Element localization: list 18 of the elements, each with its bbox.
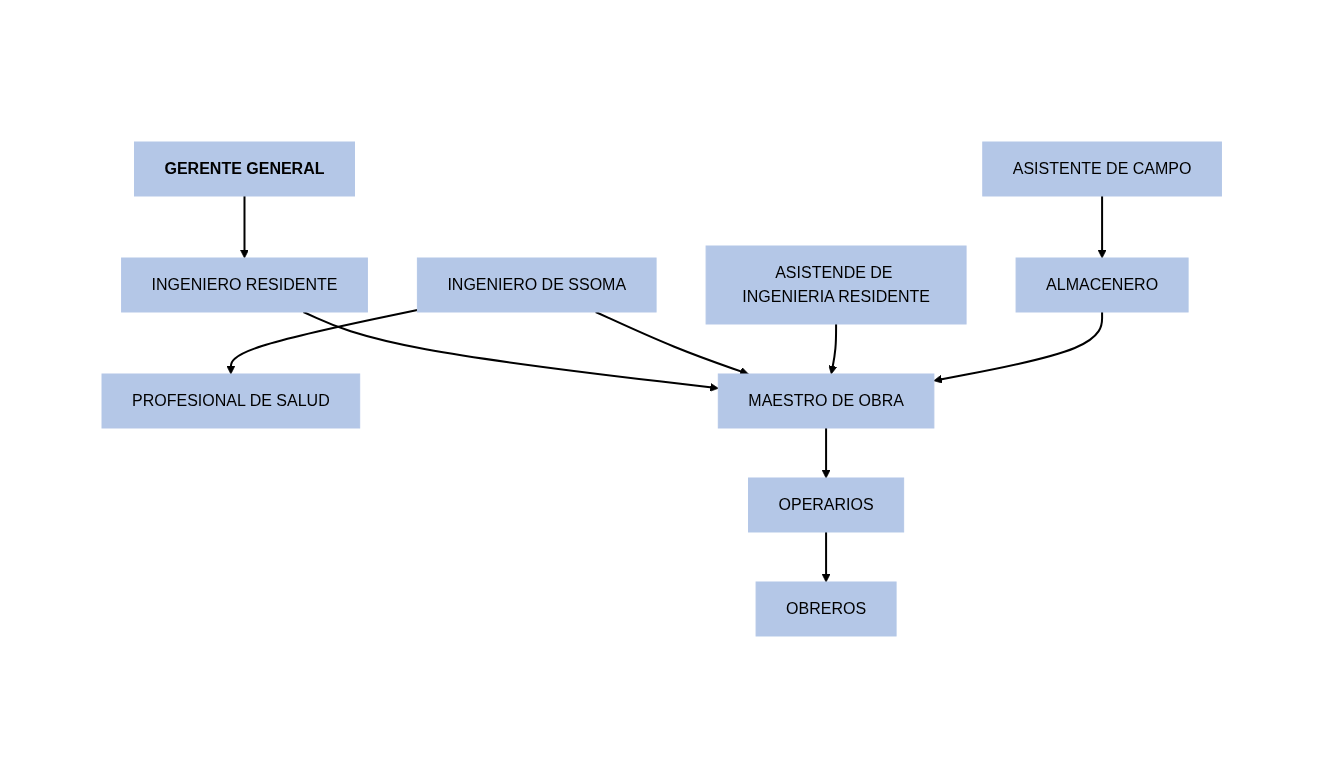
arrow bbox=[1097, 195, 1107, 259]
node-box: PROFESIONAL DE SALUD bbox=[101, 373, 361, 429]
node-box: MAESTRO DE OBRA bbox=[718, 373, 935, 429]
arrow bbox=[828, 323, 838, 375]
node-box: INGENIERO DE SSOMA bbox=[417, 257, 657, 313]
arrow bbox=[226, 308, 419, 375]
node-box: INGENIERO RESIDENTE bbox=[121, 257, 369, 313]
node-box: OBREROS bbox=[755, 581, 897, 637]
arrow bbox=[302, 311, 719, 392]
node-box: ASISTENTE DE CAMPO bbox=[982, 141, 1223, 197]
arrow bbox=[821, 427, 831, 479]
node-box: GERENTE GENERAL bbox=[134, 141, 356, 197]
arrow bbox=[821, 531, 831, 583]
node-box: OPERARIOS bbox=[748, 477, 905, 533]
node-box: ASISTENDE DE INGENIERIA RESIDENTE bbox=[705, 245, 967, 325]
arrow bbox=[933, 311, 1104, 384]
arrow bbox=[240, 195, 250, 259]
node-box: ALMACENERO bbox=[1015, 257, 1189, 313]
